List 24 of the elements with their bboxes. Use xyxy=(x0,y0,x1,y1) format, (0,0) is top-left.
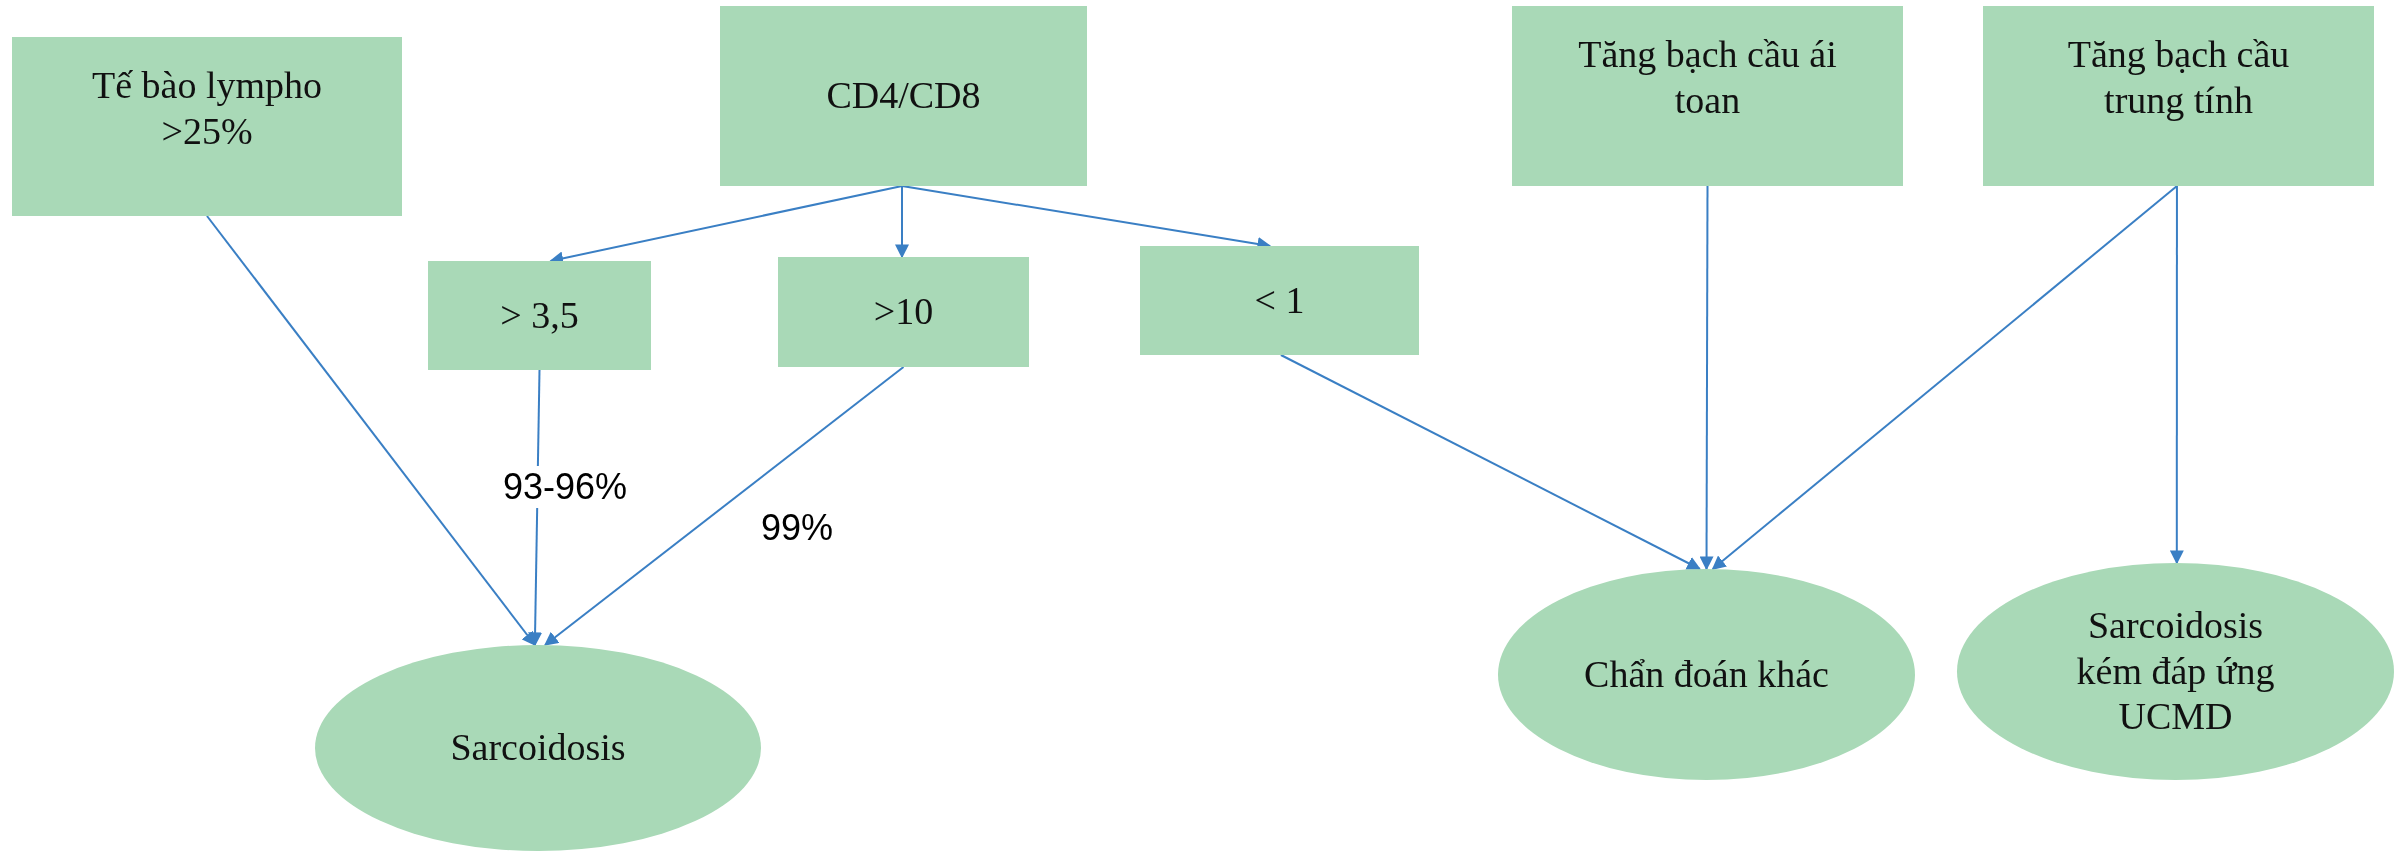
arrow xyxy=(544,366,905,646)
arrow xyxy=(895,185,909,259)
process-box xyxy=(778,257,1029,367)
node-text: CD4/CD8 xyxy=(826,73,981,119)
arrow xyxy=(1711,185,2178,570)
node-text: Sarcoidosis xyxy=(450,725,626,771)
node-text: Chẩn đoán khác xyxy=(1584,651,1829,697)
arrow xyxy=(1699,185,1714,571)
arrow xyxy=(1279,354,1702,570)
node-text: Tăng bạch cầu trung tính xyxy=(2066,32,2291,123)
process-box xyxy=(12,37,402,216)
process-box xyxy=(720,6,1087,186)
node-text: < 1 xyxy=(1254,277,1305,323)
node-text: Tế bào lympho >25% xyxy=(90,63,324,154)
process-box xyxy=(1983,6,2374,186)
process-box xyxy=(1512,6,1903,186)
node-text: Tăng bạch cầu ái toan xyxy=(1577,32,1838,123)
node-text: > 3,5 xyxy=(500,292,579,338)
node-text: Sarcoidosis kém đáp ứng UCMD xyxy=(2075,603,2276,740)
node-text: >10 xyxy=(873,289,934,335)
arrow xyxy=(206,215,536,647)
process-box xyxy=(428,261,651,370)
process-box xyxy=(1140,246,1419,355)
arrow xyxy=(2169,185,2184,565)
